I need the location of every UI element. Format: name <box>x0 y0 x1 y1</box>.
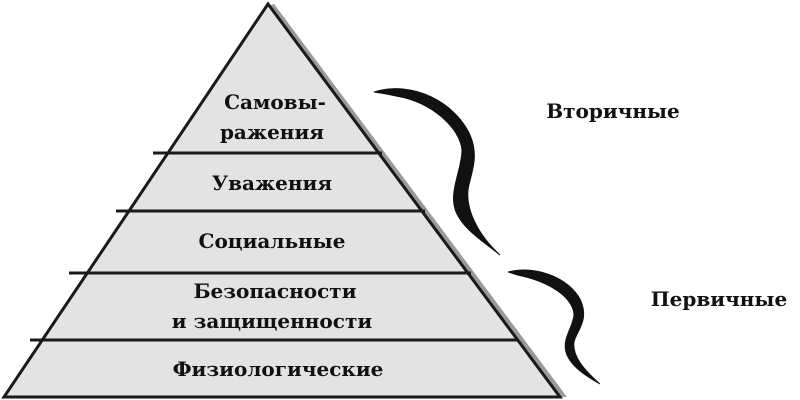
level-safety-line2: и защищенности <box>172 309 373 333</box>
level-self-actualization-line2: ражения <box>220 120 324 144</box>
pyramid-dividers <box>30 151 517 342</box>
brace-primary <box>507 269 601 385</box>
group-label-primary: Первичные <box>651 287 787 311</box>
level-physiological: Физиологические <box>173 357 384 381</box>
level-self-actualization-line1: Самовы- <box>224 90 326 114</box>
level-safety-line1: Безопасности <box>193 279 356 303</box>
level-esteem: Уважения <box>212 171 332 195</box>
level-social: Социальные <box>199 229 346 253</box>
brace-secondary <box>373 88 501 256</box>
group-label-secondary: Вторичные <box>546 99 680 123</box>
pyramid-levels: Самовы- ражения Уважения Социальные Безо… <box>172 90 384 381</box>
pyramid-body <box>1 1 563 399</box>
